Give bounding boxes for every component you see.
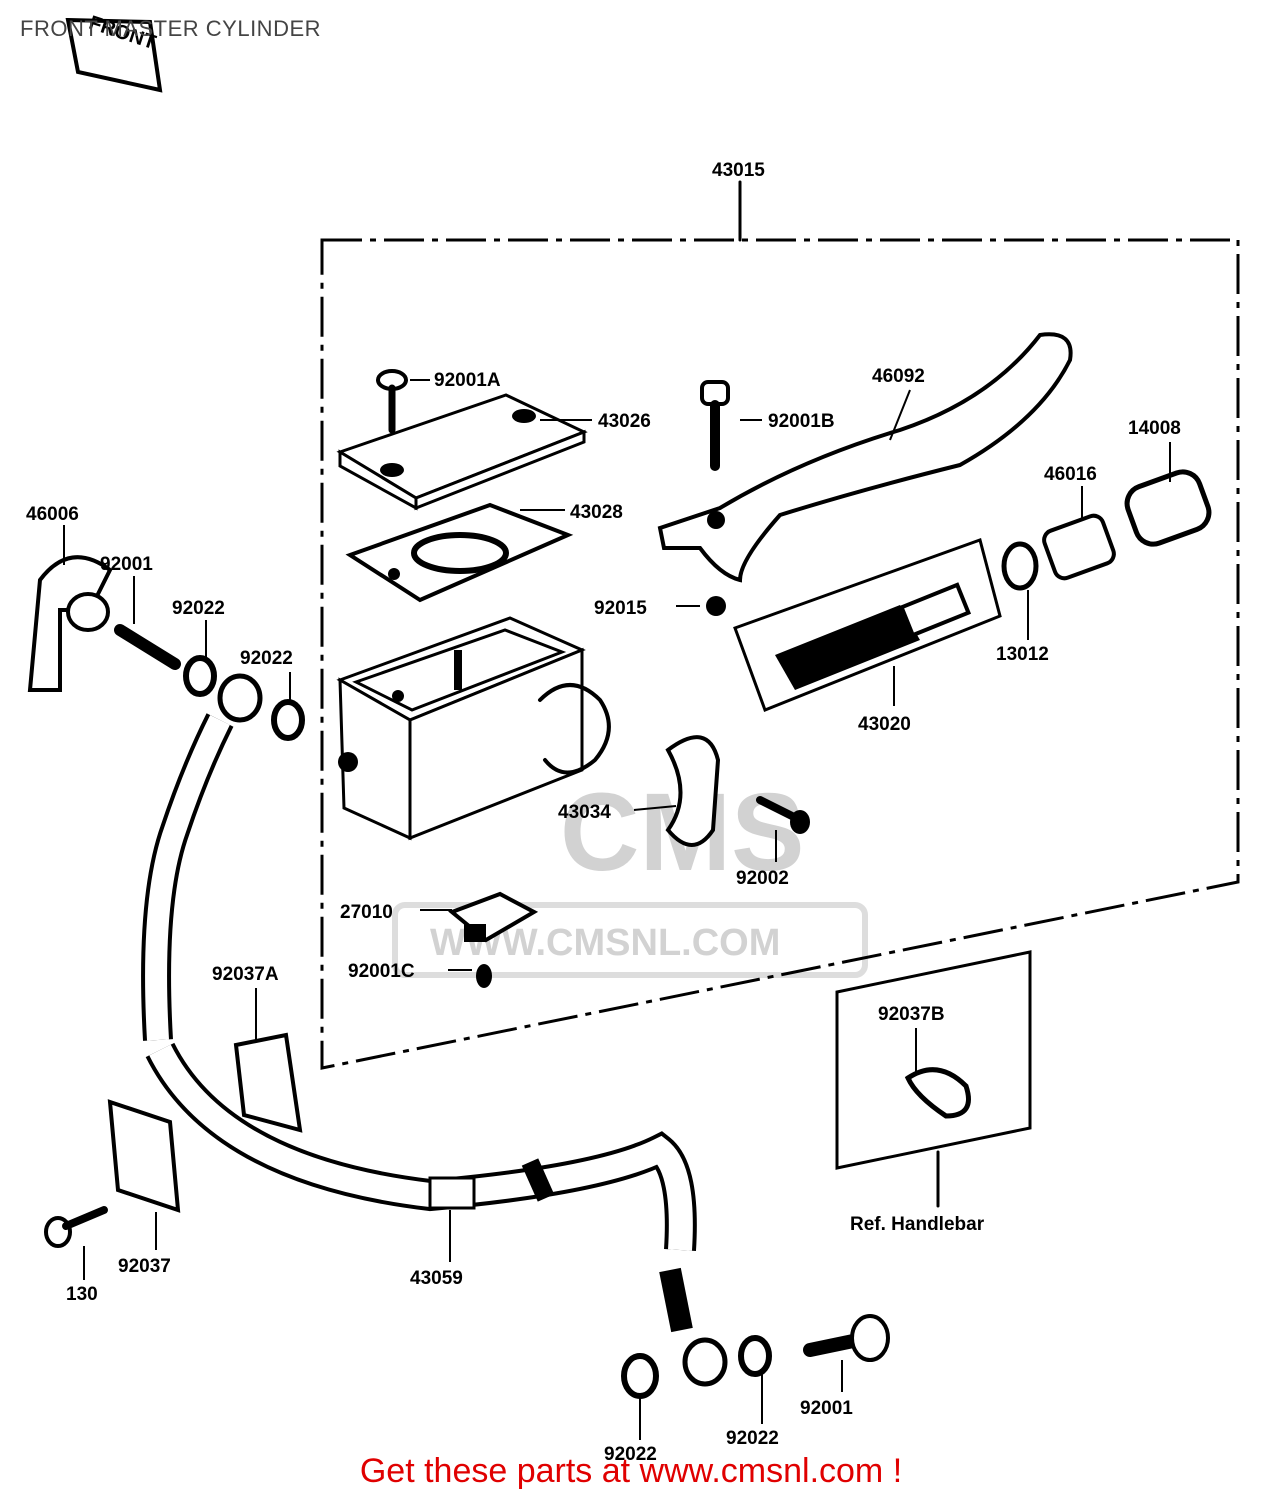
part-label-43020: 43020 (858, 714, 911, 735)
page-title: FRONT MASTER CYLINDER (20, 16, 322, 41)
screw-92001A (376, 369, 408, 434)
brake-light-switch (448, 891, 539, 988)
brake-hose (141, 713, 697, 1333)
master-cylinder-body (336, 616, 611, 841)
part-label-92015: 92015 (594, 598, 647, 619)
part-label-46016: 46016 (1044, 464, 1097, 485)
part-labels: 43015 92001A 43026 92001B 46092 14008 46… (26, 160, 1181, 1465)
cap-14008 (1124, 469, 1212, 547)
piston-assembly (733, 538, 1002, 712)
part-label-92022-d: 92022 (726, 1428, 779, 1449)
part-label-27010: 27010 (340, 902, 393, 923)
part-label-92037: 92037 (118, 1256, 171, 1277)
upper-banjo-parts (27, 555, 305, 741)
part-label-92022-c: 92022 (604, 1444, 657, 1465)
part-label-43059: 43059 (410, 1268, 463, 1289)
handlebar-clamp (665, 735, 810, 847)
brake-lever (657, 332, 1073, 583)
part-label-46006: 46006 (26, 504, 79, 525)
part-label-ref-handlebar: Ref. Handlebar (850, 1214, 985, 1235)
part-label-92037A: 92037A (212, 964, 279, 985)
part-label-14008: 14008 (1128, 418, 1181, 439)
reservoir-cap (336, 393, 588, 511)
part-label-92001A: 92001A (434, 370, 501, 391)
part-label-92022-b: 92022 (240, 648, 293, 669)
part-label-92002: 92002 (736, 868, 789, 889)
part-label-92001B: 92001B (768, 411, 835, 432)
part-label-92001-top: 92001 (100, 554, 153, 575)
part-label-43034: 43034 (558, 802, 611, 823)
part-label-92022-a: 92022 (172, 598, 225, 619)
leader-lines (63, 379, 1171, 1440)
diaphragm (345, 502, 574, 603)
assembly-43015-frame (320, 180, 1240, 1070)
nut-92015 (706, 596, 726, 616)
hose-clamps (44, 1032, 971, 1248)
part-label-92037B: 92037B (878, 1004, 945, 1025)
part-label-43028: 43028 (570, 502, 623, 523)
bolt-92001B (700, 380, 730, 471)
part-label-13012: 13012 (996, 644, 1049, 665)
part-label-43026: 43026 (598, 411, 651, 432)
washer-13012 (1001, 541, 1039, 591)
part-label-43015: 43015 (712, 160, 765, 181)
part-label-92001C: 92001C (348, 961, 415, 982)
ref-handlebar-frame (835, 950, 1032, 1208)
lower-banjo-parts (621, 1314, 890, 1399)
part-label-130: 130 (66, 1284, 98, 1305)
part-label-46092: 46092 (872, 366, 925, 387)
part-label-92001-bottom: 92001 (800, 1398, 853, 1419)
boot-46016 (1042, 513, 1116, 581)
footer-call-to-action[interactable]: Get these parts at www.cmsnl.com ! (359, 1452, 903, 1490)
